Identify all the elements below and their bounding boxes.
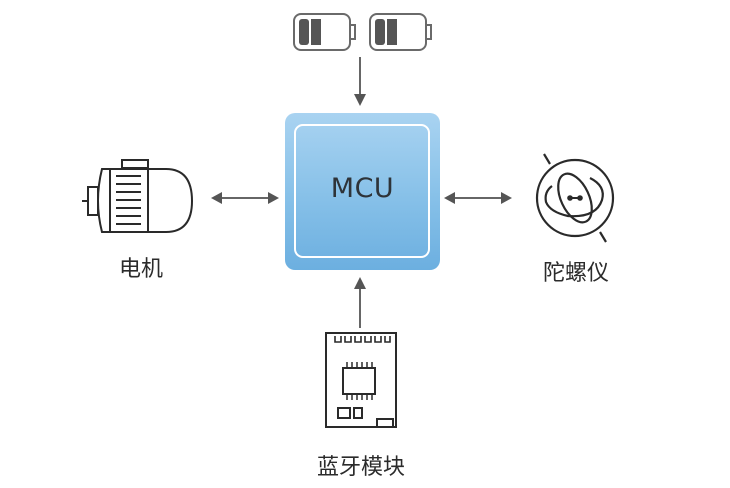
battery-left-cell-2 bbox=[311, 19, 321, 45]
arrow-bluetooth-to-mcu bbox=[354, 277, 366, 328]
bluetooth-label: 蓝牙模块 bbox=[317, 455, 406, 480]
battery-right-cell-1 bbox=[375, 19, 385, 45]
mcu-inner-border bbox=[294, 124, 430, 258]
arrow-motor-mcu bbox=[211, 192, 279, 204]
motor-label: 电机 bbox=[119, 257, 164, 282]
battery-left-cell-1 bbox=[299, 19, 309, 45]
battery-left bbox=[293, 13, 356, 51]
bluetooth-module-icon bbox=[325, 332, 397, 428]
mcu-label: MCU bbox=[330, 173, 395, 204]
mcu-block: MCU bbox=[285, 113, 440, 270]
battery-right bbox=[369, 13, 432, 51]
battery-right-cell-2 bbox=[387, 19, 397, 45]
battery-icon bbox=[293, 13, 432, 51]
motor-icon bbox=[82, 159, 194, 233]
gyroscope-icon bbox=[535, 153, 615, 243]
gyroscope-label: 陀螺仪 bbox=[543, 261, 610, 286]
arrow-mcu-gyroscope bbox=[444, 192, 512, 204]
arrow-battery-to-mcu bbox=[354, 57, 366, 106]
